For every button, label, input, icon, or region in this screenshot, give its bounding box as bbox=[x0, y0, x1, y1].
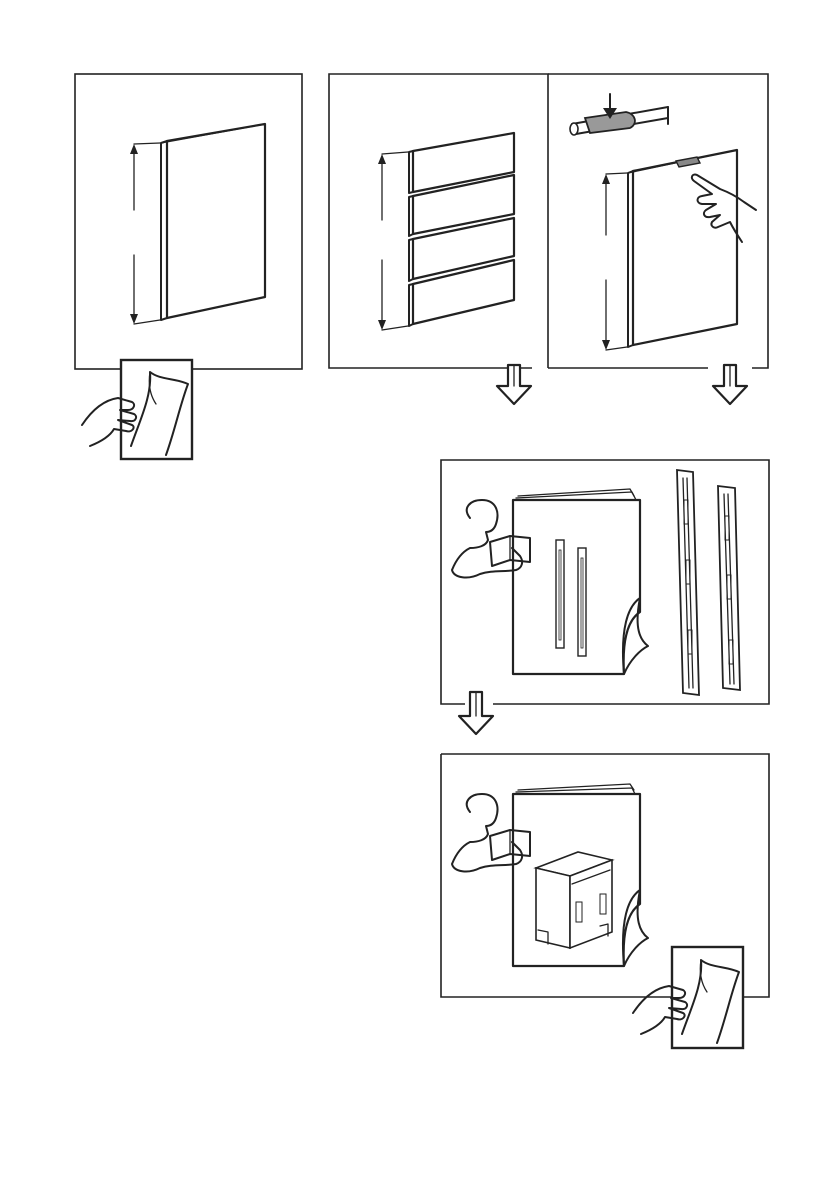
rail-icon bbox=[578, 548, 586, 656]
height-dimension-arrow bbox=[130, 143, 160, 324]
single-panel-icon bbox=[161, 124, 265, 320]
manual-booklet-icon bbox=[513, 489, 648, 674]
dishwasher-icon bbox=[536, 852, 612, 948]
handle-detail-icon bbox=[570, 94, 668, 135]
height-dimension-arrow bbox=[602, 173, 627, 350]
step-read-manual-rails bbox=[441, 460, 769, 704]
down-arrow-icon bbox=[497, 365, 531, 404]
down-arrow-icon bbox=[713, 365, 747, 404]
stacked-panels-icon bbox=[409, 133, 514, 326]
manual-booklet-icon bbox=[513, 784, 648, 966]
down-arrow-icon bbox=[459, 692, 493, 734]
height-dimension-arrow bbox=[378, 152, 408, 330]
step-handle-panel bbox=[548, 74, 768, 368]
step-stacked-panels bbox=[329, 74, 548, 368]
rail-icon bbox=[677, 470, 699, 695]
step-single-panel bbox=[75, 74, 302, 369]
rail-icon bbox=[556, 540, 564, 648]
page-turn-icon bbox=[82, 360, 192, 459]
handle-panel-icon bbox=[628, 150, 737, 347]
rail-icon bbox=[718, 486, 740, 690]
